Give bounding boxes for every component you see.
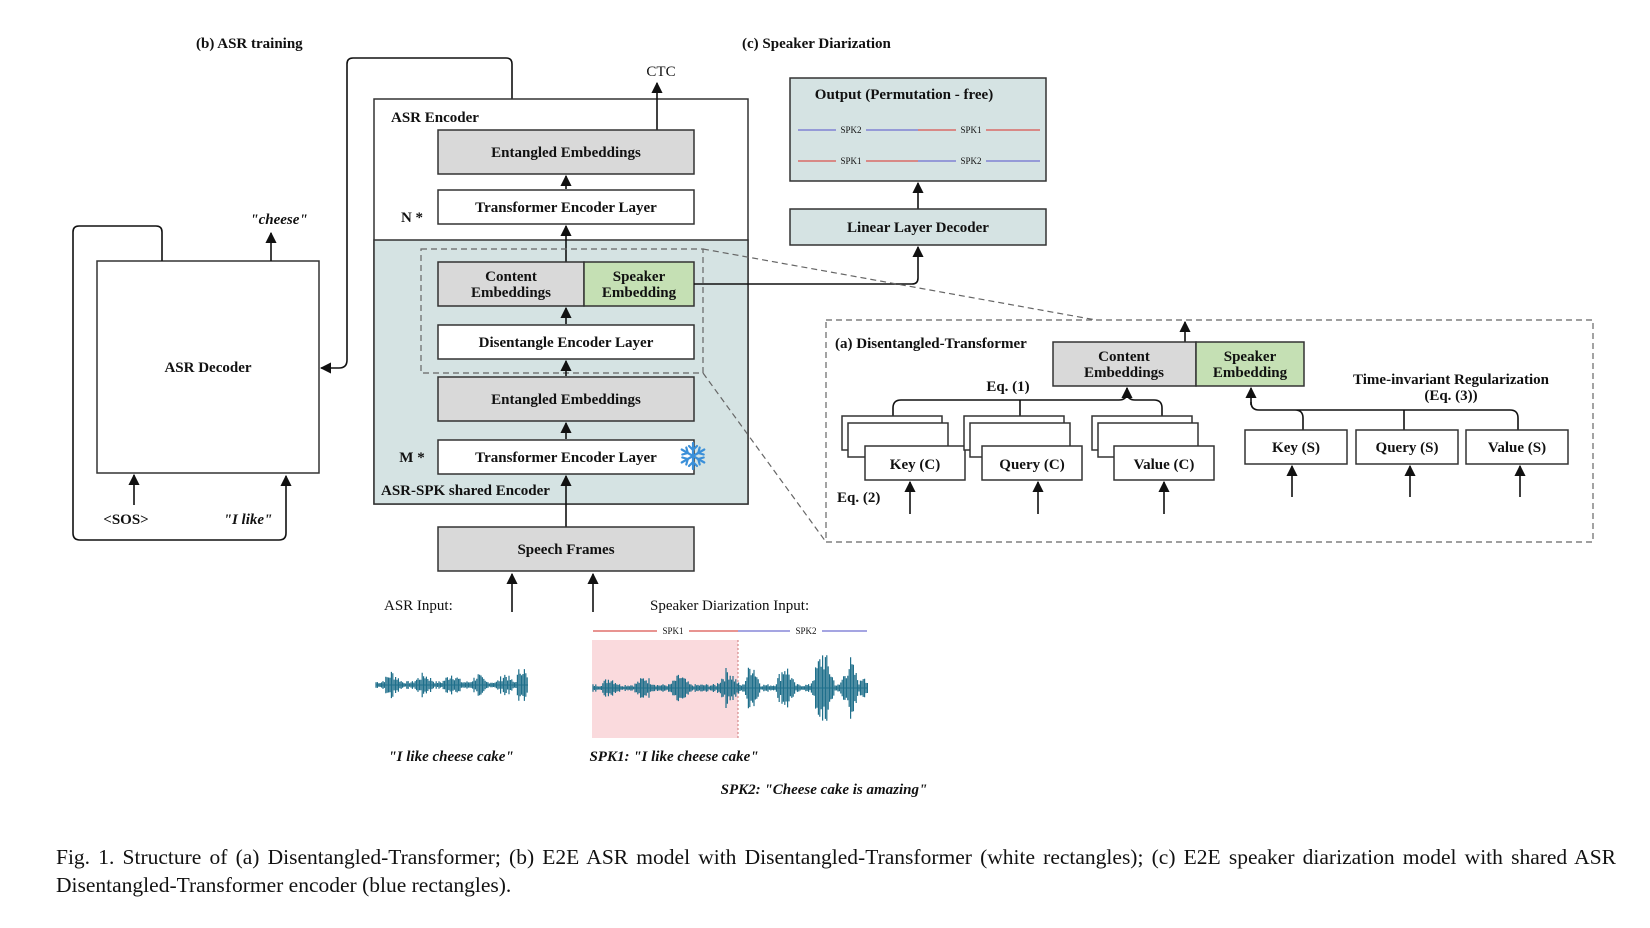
entangled-embeddings-top-label: Entangled Embeddings [491, 145, 641, 161]
output-row1-a: SPK2 [840, 125, 861, 135]
m-layers-label: M * [399, 450, 424, 466]
spk2-transcript: SPK2: "Cheese cake is amazing" [721, 782, 928, 798]
content-embeddings-line2: Embeddings [471, 285, 551, 301]
transformer-encoder-layer-bottom [437, 439, 695, 475]
output-row1-b: SPK1 [960, 125, 981, 135]
zoom-connector-top [702, 248, 1097, 321]
value-c-box [1113, 445, 1215, 481]
section-asr-training: (b) ASR training [196, 36, 303, 52]
query-s-label: Query (S) [1376, 440, 1439, 456]
regularization-line1: Time-invariant Regularization [1353, 372, 1550, 388]
asr-decoder-box [96, 260, 320, 474]
entangled-embeddings-bottom [437, 376, 695, 422]
eq1-label: Eq. (1) [986, 379, 1029, 395]
dt-speaker-embedding-box [1195, 341, 1305, 387]
disentangle-encoder-layer-label: Disentangle Encoder Layer [479, 335, 654, 351]
speaker-embedding-line2: Embedding [602, 285, 677, 301]
disentangle-encoder-layer [437, 324, 695, 360]
output-row2-a: SPK1 [840, 156, 861, 166]
output-row2-a-bg [836, 156, 866, 166]
dt-content-embeddings-line2: Embeddings [1084, 365, 1164, 381]
dt-content-embeddings-box [1052, 341, 1197, 387]
speaker-embedding-box [583, 261, 695, 307]
transformer-encoder-layer-top-label: Transformer Encoder Layer [475, 200, 657, 216]
dt-speaker-embedding-line1: Speaker [1224, 349, 1277, 365]
dt-speaker-embedding-line2: Embedding [1213, 365, 1288, 381]
asr-decoder-output: "cheese" [250, 212, 307, 228]
section-disentangled-transformer: (a) Disentangled-Transformer [835, 336, 1027, 352]
entangled-embeddings-bottom-label: Entangled Embeddings [491, 392, 641, 408]
asr-input-label: ASR Input: [384, 598, 453, 614]
output-row2-b: SPK2 [960, 156, 981, 166]
speech-frames-label: Speech Frames [517, 542, 614, 558]
segment-spk2-label: SPK2 [795, 626, 816, 636]
segment-spk1-label-bg [657, 626, 689, 636]
disentangled-transformer-panel [825, 319, 1594, 543]
transformer-encoder-layer-bottom-label: Transformer Encoder Layer [475, 450, 657, 466]
speaker-to-decoder-arrow [694, 245, 924, 285]
content-embeddings-box [437, 261, 585, 307]
content-embeddings-line1: Content [485, 269, 537, 285]
regularization-line2: (Eq. (3)) [1424, 388, 1477, 404]
key-s-label: Key (S) [1272, 440, 1320, 456]
entangled-embeddings-top [437, 129, 695, 175]
spk1-transcript: SPK1: "I like cheese cake" [589, 749, 758, 765]
shared-encoder-label: ASR-SPK shared Encoder [381, 483, 550, 499]
value-s-label: Value (S) [1488, 440, 1546, 456]
decoder-feedback-loop [72, 225, 292, 541]
n-layers-label: N * [401, 210, 423, 226]
eq2-label: Eq. (2) [837, 490, 880, 506]
dt-content-embeddings-line1: Content [1098, 349, 1150, 365]
asr-decoder-label: ASR Decoder [164, 360, 251, 376]
key-s-box [1244, 429, 1348, 465]
linear-layer-decoder-label: Linear Layer Decoder [847, 220, 989, 236]
output-row1-b-bg [956, 125, 986, 135]
spk-input-label: Speaker Diarization Input: [650, 598, 809, 614]
segment-spk2-label-bg [790, 626, 822, 636]
value-s-box [1465, 429, 1569, 465]
ctc-label: CTC [646, 64, 675, 80]
asr-encoder-title: ASR Encoder [391, 110, 479, 126]
output-row2-b-bg [956, 156, 986, 166]
decoder-input-sos: <SOS> [103, 512, 148, 528]
value-c-label: Value (C) [1134, 457, 1195, 473]
asr-waveform [375, 669, 528, 701]
disentangle-zoom-region [420, 248, 704, 374]
asr-transcript: "I like cheese cake" [388, 749, 513, 765]
spk-waveform [592, 655, 868, 721]
key-c-box [864, 445, 966, 481]
diarization-output-title: Output (Permutation - free) [815, 87, 993, 103]
figure-caption: Fig. 1. Structure of (a) Disentangled-Tr… [56, 845, 1616, 897]
output-row1-a-bg [836, 125, 866, 135]
query-c-box [981, 445, 1083, 481]
speech-frames-box [437, 526, 695, 572]
query-c-label: Query (C) [999, 457, 1064, 473]
key-c-label: Key (C) [890, 457, 940, 473]
encoder-to-decoder-arrow [319, 57, 513, 374]
decoder-input-prev: "I like" [224, 512, 273, 528]
query-s-box [1355, 429, 1459, 465]
section-speaker-diarization: (c) Speaker Diarization [742, 36, 892, 52]
snowflake-icon [680, 441, 706, 471]
linear-layer-decoder-box [789, 208, 1047, 246]
zoom-connector-bottom [702, 372, 827, 543]
speaker-embedding-line1: Speaker [613, 269, 666, 285]
segment-spk1-label: SPK1 [662, 626, 683, 636]
transformer-encoder-layer-top [437, 189, 695, 225]
speaker-branch-bracket [1250, 401, 1519, 430]
